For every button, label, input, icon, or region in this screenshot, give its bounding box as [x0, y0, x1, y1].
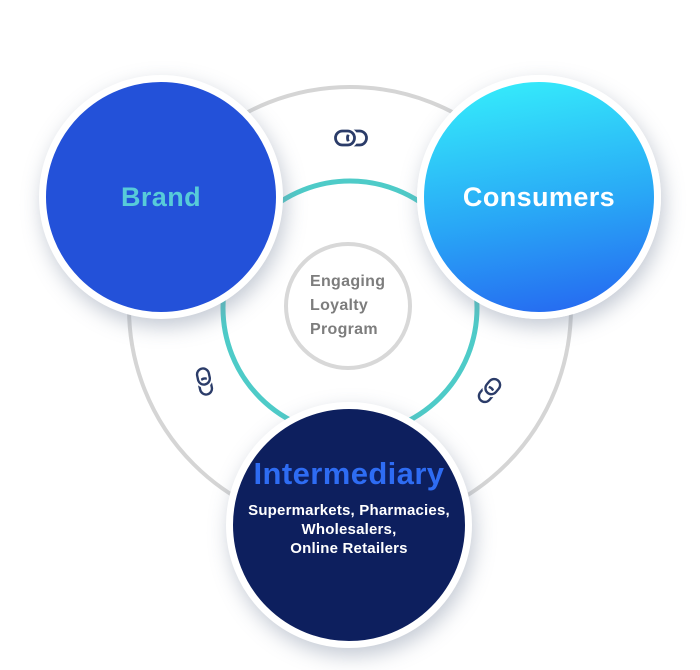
node-consumers: Consumers	[417, 75, 661, 319]
link-ring-left	[334, 129, 356, 147]
link-ring-right	[346, 129, 368, 147]
center-hub-circle: Engaging Loyalty Program	[284, 242, 412, 370]
intermediary-subline: Supermarkets, Pharmacies,	[248, 502, 450, 519]
node-brand: Brand	[39, 75, 283, 319]
consumers-label: Consumers	[462, 181, 616, 212]
intermediary-subline: Wholesalers,	[301, 521, 397, 538]
link-ring-left	[195, 367, 212, 386]
center-hub-label-line: Program	[310, 321, 378, 338]
center-hub-label-line: Engaging	[310, 273, 386, 290]
link-ring-right	[477, 385, 495, 404]
brand-label: Brand	[120, 181, 201, 212]
link-ring-right	[197, 377, 214, 396]
center-hub-label-line: Loyalty	[310, 297, 369, 314]
link-ring-left	[484, 377, 502, 396]
link-icon	[193, 365, 216, 398]
link-icon	[332, 127, 368, 149]
node-intermediary: Intermediary Supermarkets, Pharmacies, W…	[226, 402, 472, 648]
intermediary-label: Intermediary	[253, 456, 445, 491]
intermediary-text-block: Intermediary Supermarkets, Pharmacies, W…	[248, 456, 450, 558]
link-icon	[474, 374, 506, 407]
intermediary-subline: Online Retailers	[290, 540, 408, 557]
